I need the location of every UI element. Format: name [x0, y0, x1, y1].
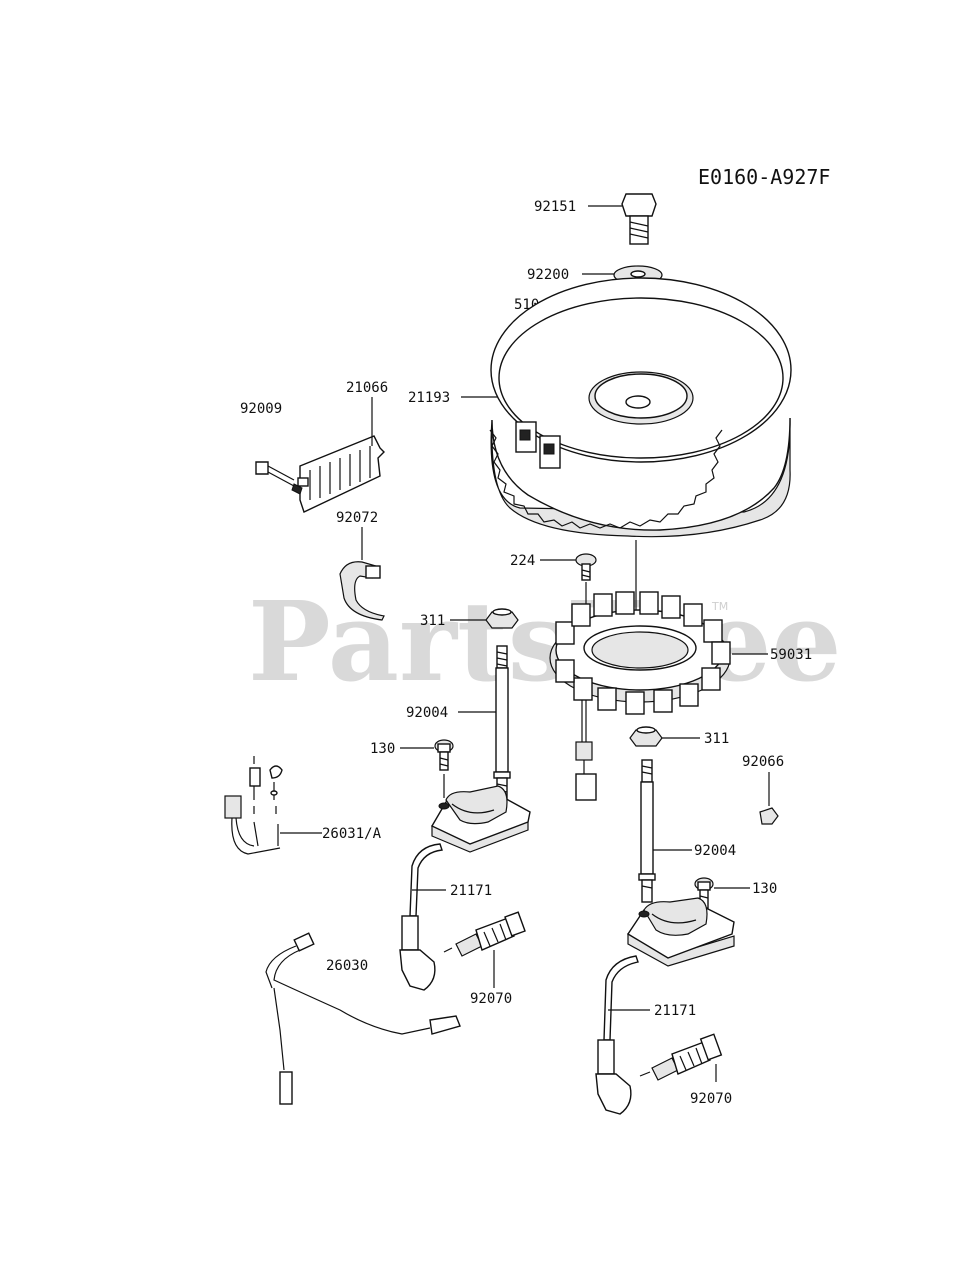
callout-224: 224 [510, 553, 535, 569]
flywheel-21193[interactable] [489, 277, 792, 538]
callout-21171-right: 21171 [654, 1003, 696, 1019]
watermark-trademark: TM [711, 600, 728, 613]
nut-311-right[interactable] [629, 726, 663, 747]
watermark: PartsTree [248, 577, 842, 706]
nut-92066[interactable] [759, 807, 779, 825]
callout-92004-right: 92004 [694, 843, 736, 859]
spark-plug-92070-left[interactable] [443, 911, 526, 957]
callout-92004-left: 92004 [406, 705, 448, 721]
callout-92009: 92009 [240, 401, 282, 417]
stud-92004-left[interactable] [493, 645, 511, 801]
bolt-92151[interactable] [621, 193, 657, 245]
callout-59031: 59031 [770, 647, 812, 663]
stud-92004-right[interactable] [638, 759, 656, 903]
wire-harness-26031A[interactable] [224, 756, 283, 855]
screw-92009[interactable] [255, 461, 303, 495]
callout-130-right: 130 [752, 881, 777, 897]
callout-311-left: 311 [420, 613, 445, 629]
callout-26031A: 26031/A [322, 826, 382, 842]
callout-92200: 92200 [527, 267, 569, 283]
callout-130-left: 130 [370, 741, 395, 757]
callout-92070-right: 92070 [690, 1091, 732, 1107]
ignition-coil-21171-left[interactable] [399, 785, 531, 991]
nut-311-left[interactable] [485, 608, 519, 629]
callout-92066: 92066 [742, 754, 784, 770]
callout-21066: 21066 [346, 380, 388, 396]
callout-92151: 92151 [534, 199, 576, 215]
spark-plug-92070-right[interactable] [639, 1033, 723, 1081]
callout-21171-left: 21171 [450, 883, 492, 899]
ignition-coil-21171-right[interactable] [595, 897, 735, 1115]
callout-26030: 26030 [326, 958, 368, 974]
regulator-21066[interactable] [297, 435, 385, 513]
wire-lead-26030[interactable] [265, 932, 461, 1105]
callout-21193: 21193 [408, 390, 450, 406]
diagram-code: E0160-A927F [698, 165, 830, 189]
stator-59031[interactable] [549, 591, 731, 801]
bolt-130-left[interactable] [434, 739, 454, 771]
callout-92070-left: 92070 [470, 991, 512, 1007]
clamp-92072[interactable] [339, 561, 385, 621]
bolt-130-right[interactable] [694, 877, 714, 909]
callout-92072: 92072 [336, 510, 378, 526]
callout-311-right: 311 [704, 731, 729, 747]
